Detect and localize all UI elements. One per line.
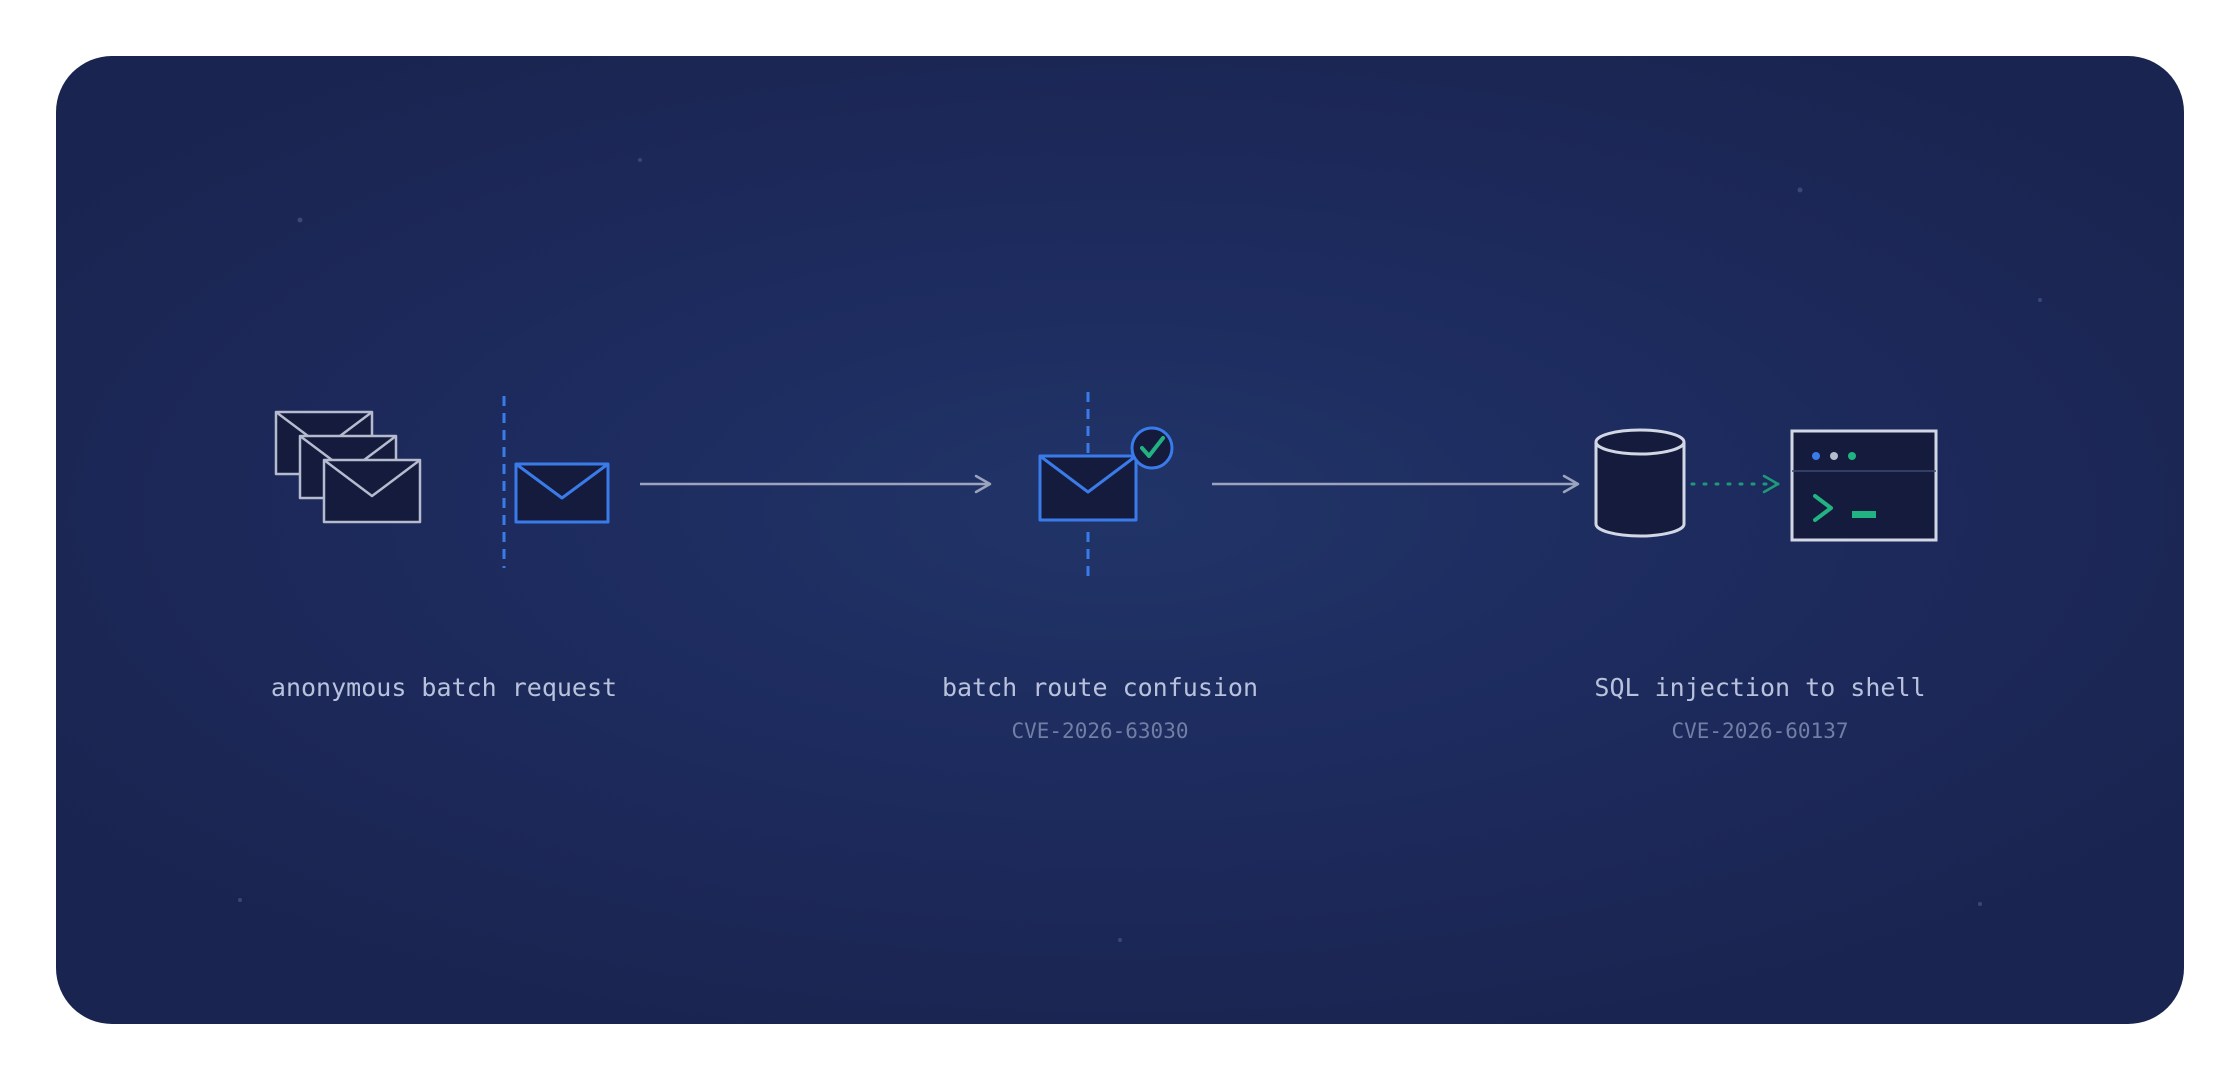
envelope-stack-icon [274, 410, 422, 524]
stage-3-label: SQL injection to shell [1594, 673, 1925, 702]
diagram-card: anonymous batch request batch route conf… [56, 56, 2184, 1024]
envelope-icon [514, 462, 610, 524]
terminal-icon [1790, 429, 1938, 542]
background-dots [238, 158, 2042, 942]
stage-2-cve: CVE-2026-63030 [1011, 719, 1188, 743]
validated-envelope-icon [1038, 454, 1138, 522]
stage-2-label: batch route confusion [942, 673, 1258, 702]
attack-chain-diagram: anonymous batch request batch route conf… [238, 158, 2042, 942]
stage-1-label: anonymous batch request [271, 673, 617, 702]
check-icon [1130, 426, 1174, 470]
database-icon [1594, 428, 1686, 538]
stage-3-cve: CVE-2026-60137 [1671, 719, 1848, 743]
